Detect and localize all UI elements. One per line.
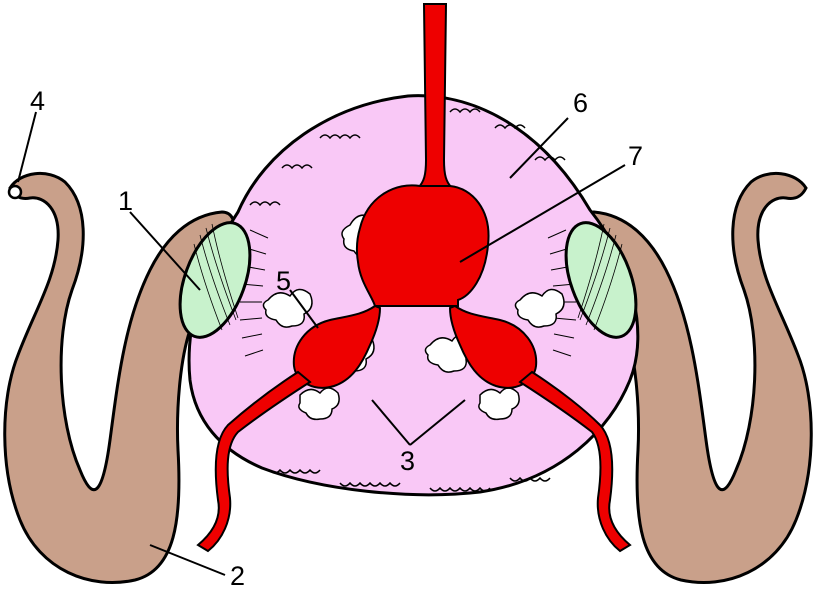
label-5: 5 [276, 266, 291, 296]
left-duct-opening [9, 186, 21, 198]
label-4: 4 [30, 86, 45, 116]
pointer-4 [18, 112, 36, 182]
label-3: 3 [400, 446, 415, 476]
label-1: 1 [118, 186, 133, 216]
label-2: 2 [230, 561, 245, 591]
label-7: 7 [628, 141, 643, 171]
label-6: 6 [573, 88, 588, 118]
